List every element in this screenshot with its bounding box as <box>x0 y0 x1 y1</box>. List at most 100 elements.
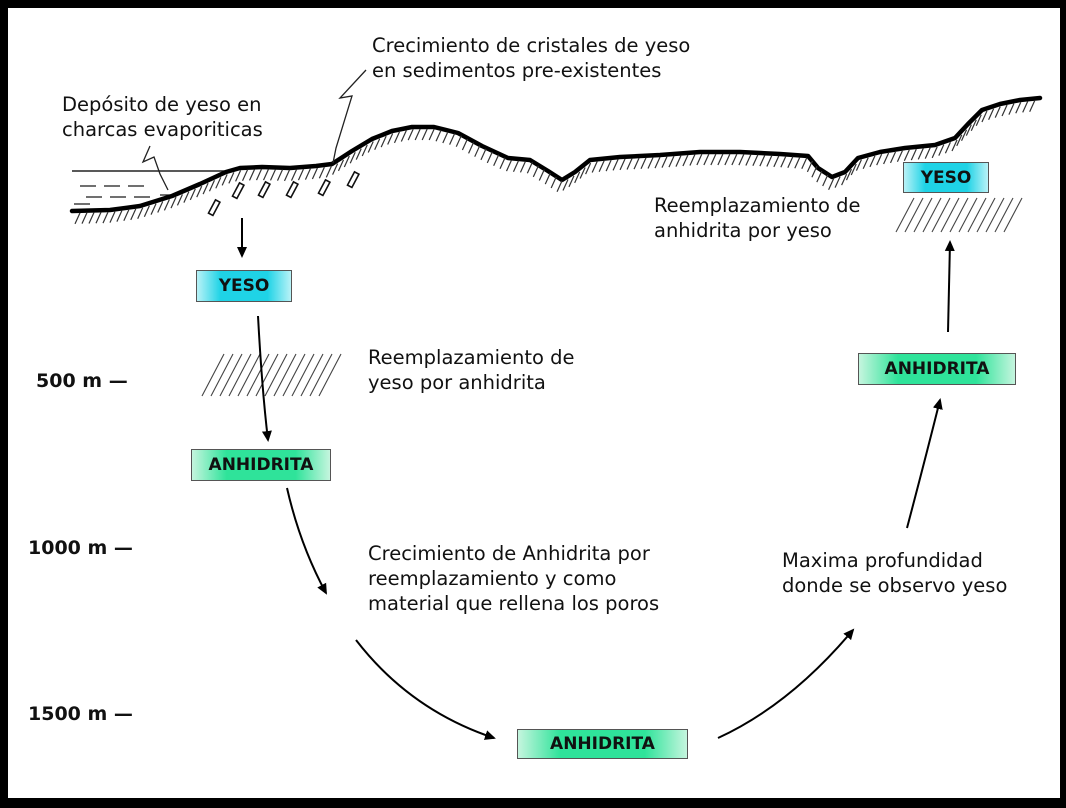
label-maxima-profundidad-line2: donde se observo yeso <box>782 574 1008 597</box>
hatch-line <box>201 353 225 397</box>
label-crecimiento-anhidrita-line1: Crecimiento de Anhidrita por <box>368 542 650 565</box>
terrain-hatch-line <box>95 212 102 224</box>
terrain-hatch-line <box>970 119 977 131</box>
hatch-line <box>282 353 306 397</box>
terrain-hatch-line <box>81 212 88 224</box>
terrain-hatch-line <box>361 144 368 157</box>
terrain-hatch-line <box>241 169 249 181</box>
terrain-hatch-line <box>1001 104 1008 117</box>
arrow-bottom-to-maxdepth <box>717 628 855 739</box>
terrain-hatch-line <box>855 159 862 171</box>
terrain-hatch-line <box>585 162 592 175</box>
terrain-hatch-line <box>787 156 794 169</box>
label-maxima-profundidad-line1: Maxima profundidad <box>782 549 983 572</box>
label-crecimiento-anhidrita-line3: material que rellena los poros <box>368 592 660 615</box>
terrain-hatch-line <box>387 133 394 145</box>
terrain-hatch-line <box>889 151 897 164</box>
terrain-hatch-line <box>343 155 350 168</box>
terrain-hatch-line <box>766 155 773 167</box>
terrain-hatch-line <box>202 182 209 195</box>
anhidrita-box-bottom: ANHIDRITA <box>517 729 688 759</box>
terrain-hatch-line <box>102 211 109 224</box>
hatch-line <box>219 353 243 397</box>
terrain-hatch-line <box>215 177 222 189</box>
terrain-hatch-line <box>486 151 493 164</box>
depth-label-500: 500 m — <box>36 370 128 392</box>
terrain-hatch-line <box>505 159 513 172</box>
terrain-hatch-line <box>544 172 551 185</box>
arrow-anhidrita-to-depth <box>286 487 327 595</box>
label-crecimiento-anhidrita-line2: reemplazamiento y como <box>368 567 617 590</box>
label-crecimiento-cristales: Crecimiento de cristales de yeso en sedi… <box>372 33 690 83</box>
terrain-hatch-line <box>130 208 137 221</box>
terrain-hatch-line <box>235 170 242 182</box>
terrain-hatch-line <box>724 153 731 166</box>
replacement-zone-right-hatch <box>895 197 1023 233</box>
hatch-line <box>913 197 933 233</box>
terrain-hatch-line <box>981 110 988 123</box>
terrain-hatch-line <box>311 167 318 180</box>
leader-deposito <box>141 145 169 191</box>
arrow-maxdepth-to-anhidrita <box>906 398 943 529</box>
hatch-line <box>931 197 951 233</box>
terrain-hatch-line <box>574 171 581 184</box>
terrain-hatch-line <box>619 158 626 171</box>
terrain-hatch-line <box>1015 101 1022 114</box>
terrain-hatch-line <box>367 141 374 153</box>
terrain-hatch-line <box>297 168 305 181</box>
terrain-hatch-line <box>332 163 339 175</box>
terrain-hatch-line <box>731 153 738 166</box>
label-reemplazamiento-anhidrita-yeso: Reemplazamiento de anhidrita por yeso <box>654 193 861 243</box>
terrain-hatch-line <box>910 148 917 161</box>
depth-label-1000: 1000 m — <box>28 537 133 559</box>
terrain-hatch-line <box>975 114 982 126</box>
depth-label-1500: 1500 m — <box>28 703 133 725</box>
terrain-hatch-line <box>1029 100 1036 112</box>
terrain-hatch-line <box>189 188 196 201</box>
diagram-canvas <box>16 16 1056 794</box>
hatch-line <box>228 353 252 397</box>
terrain-hatch-line <box>532 165 539 178</box>
leader-crecimiento <box>332 69 367 164</box>
terrain-hatch-line <box>248 169 256 181</box>
terrain-hatch-line <box>407 128 414 141</box>
terrain-hatch-line <box>994 106 1001 118</box>
terrain-hatch-line <box>579 167 586 179</box>
terrain-hatch-line <box>393 131 401 144</box>
hatch-line <box>895 197 915 233</box>
terrain-hatch-line <box>318 166 325 179</box>
terrain-hatch-line <box>794 157 801 169</box>
label-reemplazamiento-yeso-anhidrita-line1: Reemplazamiento de <box>368 346 575 369</box>
cycle-arrows <box>237 218 955 740</box>
terrain-hatch-line <box>896 150 903 162</box>
terrain-hatch-line <box>526 161 533 174</box>
terrain-hatch-line <box>137 207 144 220</box>
terrain-hatch-line <box>738 153 745 166</box>
terrain-hatch-line <box>626 158 633 170</box>
terrain-hatch-line <box>493 154 500 167</box>
terrain-hatch <box>74 100 1036 225</box>
terrain-hatch-line <box>74 212 81 225</box>
hatch-line <box>237 353 261 397</box>
terrain-hatch-line <box>661 156 668 168</box>
terrain-hatch-line <box>538 169 545 181</box>
terrain-hatch-line <box>633 157 640 170</box>
hatch-line <box>985 197 1005 233</box>
terrain-hatch-line <box>255 168 263 181</box>
terrain-hatch-line <box>834 176 841 188</box>
label-crecimiento-cristales-line1: Crecimiento de cristales de yeso <box>372 34 691 57</box>
terrain-hatch-line <box>1008 103 1015 115</box>
terrain-hatch-line <box>703 153 710 166</box>
terrain-hatch-line <box>556 180 563 192</box>
terrain-hatch-line <box>869 155 876 168</box>
arrow-anhidrita-to-yeso <box>944 240 955 333</box>
terrain-hatch-line <box>717 153 724 166</box>
terrain-hatch-line <box>176 194 183 206</box>
terrain-hatch-line <box>876 153 883 166</box>
hatch-line <box>291 353 315 397</box>
terrain-hatch-line <box>675 155 682 167</box>
terrain-hatch-line <box>822 174 829 187</box>
terrain-hatch-line <box>461 138 468 151</box>
